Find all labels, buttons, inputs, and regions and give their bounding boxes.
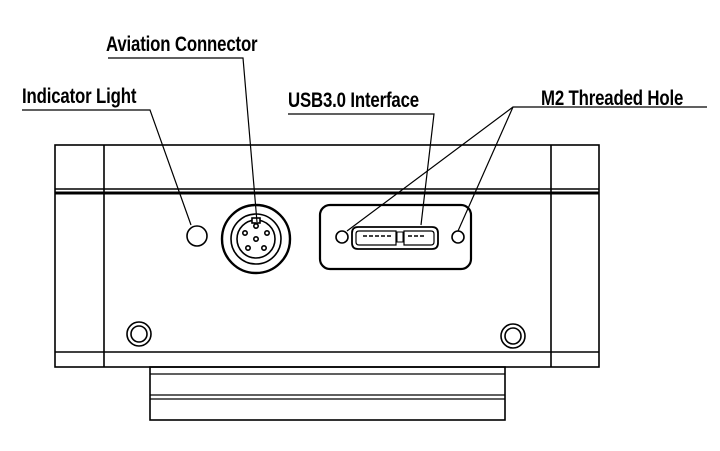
m2-threaded-hole-right-icon: [451, 230, 465, 244]
lens-mount: [149, 366, 506, 421]
mounting-hole-left-icon: [126, 321, 152, 347]
usb-interface-leader: [288, 113, 435, 226]
m2-threaded-hole-leader-right: [457, 106, 514, 232]
mounting-hole-right-icon: [500, 323, 526, 349]
aviation-connector-label: Aviation Connector: [106, 33, 258, 56]
usb-interface-label: USB3.0 Interface: [288, 89, 419, 112]
m2-threaded-hole-left-icon: [335, 230, 349, 244]
indicator-light-leader: [22, 109, 192, 226]
usb3-interface-panel: [318, 203, 473, 271]
aviation-connector-leader: [108, 57, 258, 223]
camera-body: [54, 144, 600, 368]
m2-threaded-hole-label: M2 Threaded Hole: [541, 87, 684, 110]
usb3-port-icon: [351, 226, 439, 250]
indicator-light-icon: [186, 225, 208, 247]
indicator-light-label: Indicator Light: [22, 85, 137, 108]
m2-threaded-hole-leader: [346, 106, 707, 232]
